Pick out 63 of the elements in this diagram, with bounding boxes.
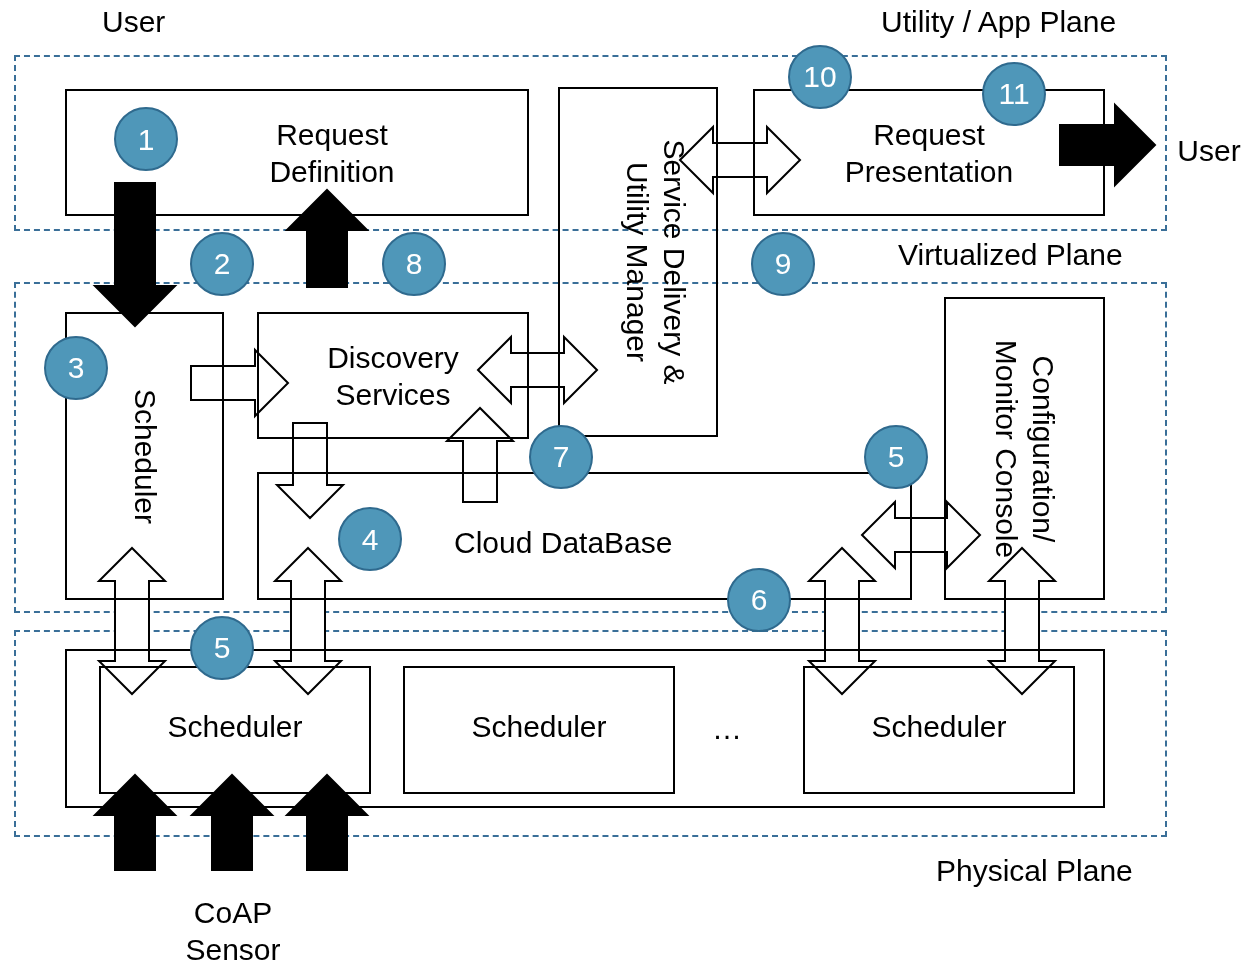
double-block-arrow — [806, 546, 878, 696]
box-label: Scheduler — [127, 387, 162, 526]
double-block-arrow — [678, 124, 802, 196]
box-label: Service Delivery & Utility Manager — [620, 138, 692, 387]
step-number: 9 — [774, 247, 792, 281]
plane-title: Virtualized Plane — [898, 238, 1123, 272]
step-number-circle — [751, 232, 815, 296]
block-arrow — [92, 773, 178, 871]
double-block-arrow — [476, 334, 599, 406]
step-number: 7 — [552, 440, 570, 474]
box-label: Discovery Services — [326, 339, 460, 413]
block-arrow — [284, 773, 370, 871]
step-number: 6 — [750, 583, 768, 617]
step-number: 2 — [213, 247, 231, 281]
plane-title: Utility / App Plane — [881, 5, 1117, 39]
step-number: 4 — [361, 521, 379, 558]
step-number-circle — [338, 507, 402, 571]
step-number-circle — [190, 232, 254, 296]
plane-title: Physical Plane — [936, 854, 1133, 888]
step-number: 1 — [137, 121, 155, 158]
double-block-arrow — [96, 546, 168, 696]
process-box — [403, 666, 675, 794]
block-arrow — [444, 406, 516, 503]
step-number: 8 — [405, 247, 423, 281]
process-box — [803, 666, 1075, 794]
step-number: 5 — [213, 631, 231, 665]
step-number-circle — [114, 107, 178, 171]
box-label: Configuration/ Monitor Console — [988, 338, 1061, 560]
double-block-arrow — [272, 546, 344, 696]
block-arrow — [92, 182, 178, 328]
step-number: 11 — [998, 77, 1030, 111]
step-number: 3 — [67, 351, 85, 385]
step-number-circle — [529, 425, 593, 489]
step-number-circle — [727, 568, 791, 632]
box-label: Scheduler — [471, 709, 607, 745]
endpoint-label: User — [1177, 132, 1241, 169]
block-arrow — [284, 188, 370, 288]
block-arrow — [189, 773, 275, 871]
process-box — [65, 312, 224, 600]
process-box — [944, 297, 1105, 600]
block-arrow — [190, 347, 290, 419]
step-number-circle — [190, 616, 254, 680]
box-label: Cloud DataBase — [454, 525, 673, 561]
step-number: 5 — [887, 440, 905, 474]
step-number-circle — [382, 232, 446, 296]
process-box — [257, 312, 529, 439]
box-label: Scheduler — [871, 709, 1007, 745]
endpoint-label: CoAP Sensor — [184, 895, 282, 968]
step-number-circle — [44, 336, 108, 400]
process-box — [99, 666, 371, 794]
step-number-circle — [788, 45, 852, 109]
double-block-arrow — [986, 546, 1058, 696]
block-arrow — [274, 422, 346, 520]
step-number: 10 — [803, 60, 837, 94]
ellipsis-text: … — [712, 712, 742, 746]
actor-label: User — [102, 5, 166, 39]
box-label: Scheduler — [167, 709, 303, 745]
block-arrow — [1059, 102, 1157, 188]
step-number-circle — [982, 62, 1046, 126]
box-label: Request Presentation — [843, 116, 1015, 190]
double-block-arrow — [860, 499, 982, 571]
process-box — [558, 87, 718, 437]
box-label: Request Definition — [268, 116, 396, 190]
